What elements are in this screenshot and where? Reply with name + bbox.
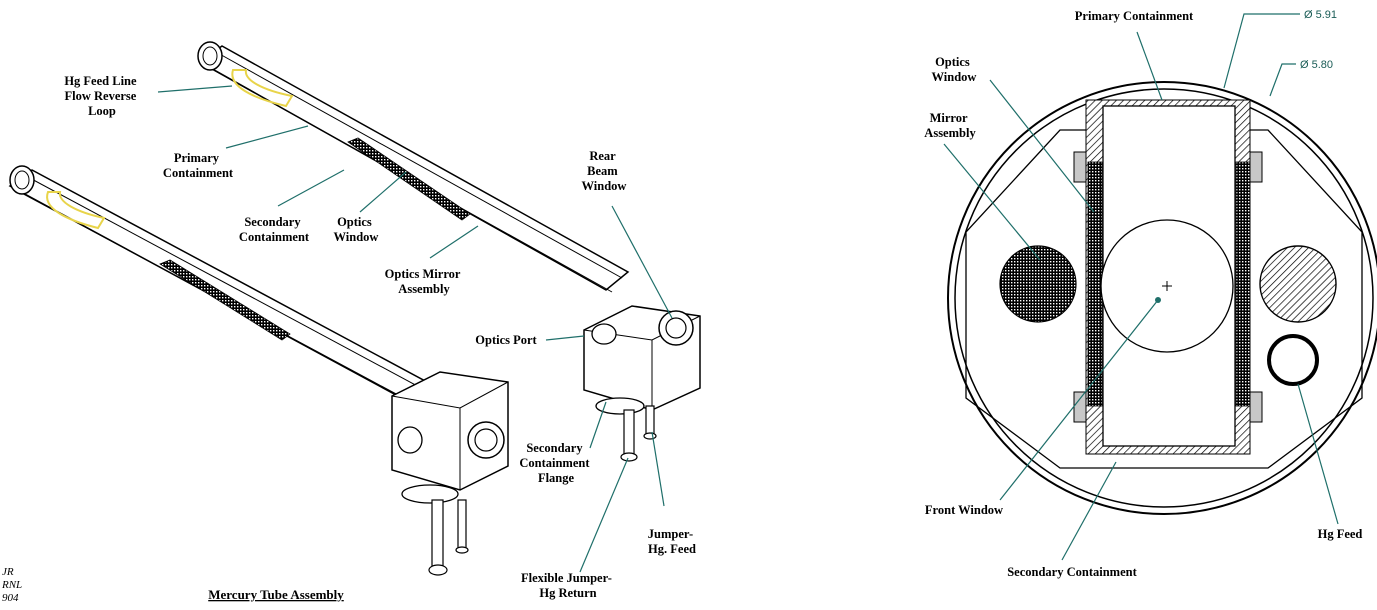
upper-tube (197, 41, 630, 293)
upper-mirror-assembly (347, 137, 471, 221)
upper-feed-loop (231, 69, 294, 108)
front-head-block (391, 371, 509, 576)
label-mirror-assembly-section: Mirror Assembly (924, 111, 976, 140)
dimension-inner-diameter: Ø 5.80 (1300, 59, 1333, 71)
rear-head-block (583, 305, 701, 462)
lower-feed-loop (46, 191, 106, 230)
label-rear-beam-window: Rear Beam Window (582, 149, 627, 193)
mirror-assembly-right (1259, 245, 1337, 323)
lower-mirror-assembly (159, 259, 291, 341)
hg-feed-pipe (1267, 334, 1319, 386)
optics-window-right (1235, 161, 1251, 407)
label-primary-containment: Primary Containment (163, 151, 234, 180)
label-hg-feed: Hg Feed (1318, 527, 1363, 541)
inner-containment-circle (954, 88, 1374, 508)
label-hg-feed-loop: Hg Feed Line Flow Reverse Loop (64, 74, 139, 118)
mercury-tube-assembly: Hg Feed Line Flow Reverse Loop Primary C… (1, 41, 701, 604)
tube-cross-section: Primary Containment Optics Window Mirror… (924, 9, 1377, 579)
label-optics-port: Optics Port (475, 333, 537, 347)
caption-mercury-tube-assembly: Mercury Tube Assembly (208, 587, 344, 602)
label-secondary-containment-section: Secondary Containment (1007, 565, 1137, 579)
label-optics-window-section: Optics Window (932, 55, 977, 84)
label-primary-containment-section: Primary Containment (1075, 9, 1194, 23)
dimension-outer-diameter: Ø 5.91 (1304, 9, 1337, 21)
label-optics-mirror-assembly: Optics Mirror Assembly (385, 267, 464, 296)
label-secondary-containment-flange: Secondary Containment Flange (519, 441, 592, 485)
label-front-window: Front Window (925, 503, 1003, 517)
right-leader-lines (943, 13, 1339, 561)
octagon-housing (965, 129, 1363, 469)
optics-window-left (1087, 161, 1103, 407)
mirror-assembly-left (999, 245, 1077, 323)
credit-text: JR RNL 904 (1, 566, 25, 604)
label-flexible-jumper-hg-return: Flexible Jumper- Hg Return (521, 571, 615, 600)
label-optics-window: Optics Window (334, 215, 379, 244)
left-leader-lines (157, 85, 673, 573)
label-secondary-containment: Secondary Containment (239, 215, 310, 244)
label-jumper-hg-feed: Jumper- Hg. Feed (648, 527, 697, 556)
lower-tube (8, 165, 444, 411)
